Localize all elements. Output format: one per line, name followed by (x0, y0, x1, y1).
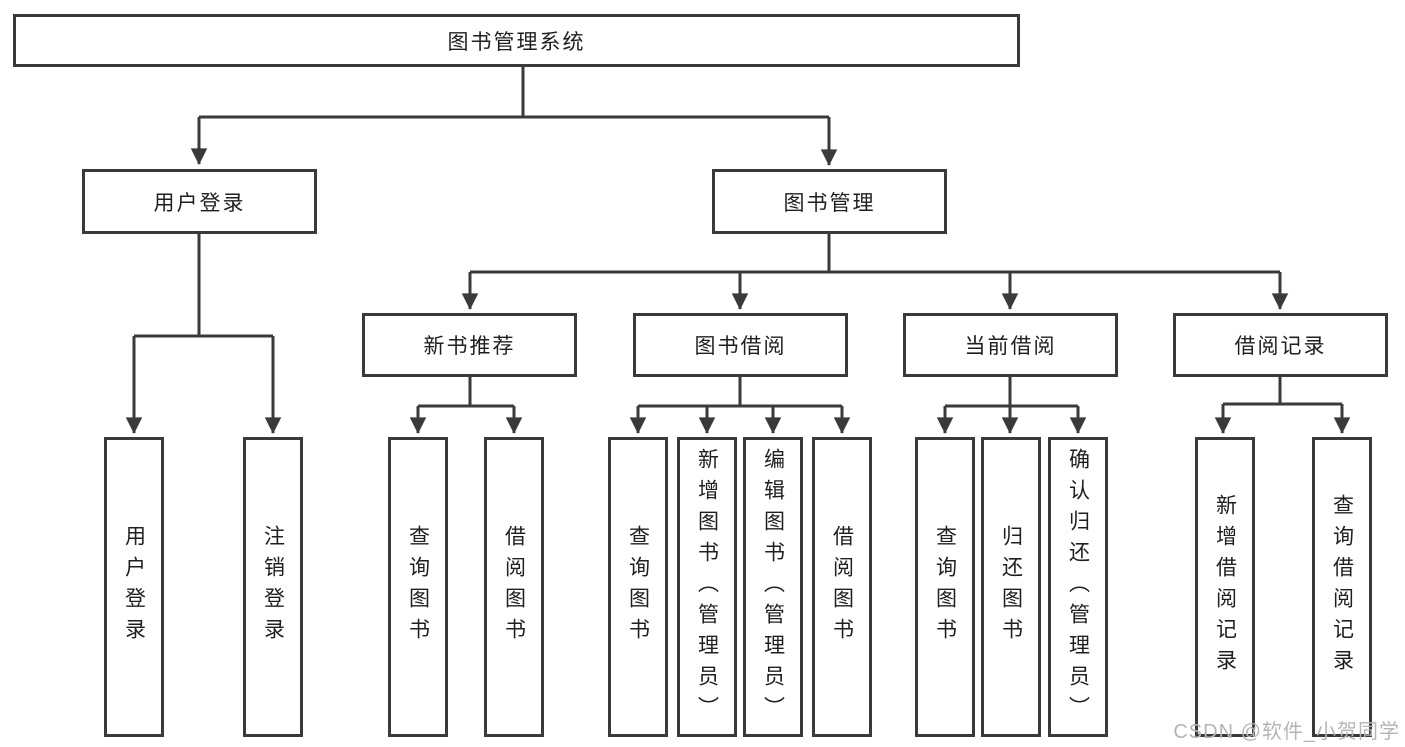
leaf-borrow-book: 借阅图书 (812, 437, 872, 737)
leaf-query-book-current: 查询图书 (915, 437, 975, 737)
node-user-login: 用户登录 (82, 169, 317, 234)
leaf-add-book-admin: 新增图书（管理员） (677, 437, 737, 737)
leaf-return-book: 归还图书 (981, 437, 1041, 737)
leaf-user-login: 用户登录 (104, 437, 164, 737)
leaf-borrow-book-recommend: 借阅图书 (484, 437, 544, 737)
node-new-book-recommend: 新书推荐 (362, 313, 577, 377)
leaf-logout: 注销登录 (243, 437, 303, 737)
node-book-management: 图书管理 (712, 169, 947, 234)
leaf-query-book-recommend: 查询图书 (388, 437, 448, 737)
node-current-borrow: 当前借阅 (903, 313, 1118, 377)
leaf-query-book-borrow: 查询图书 (608, 437, 668, 737)
csdn-watermark: CSDN @软件_小贺同学 (1173, 721, 1400, 743)
leaf-add-borrow-record: 新增借阅记录 (1195, 437, 1255, 737)
node-borrow-records: 借阅记录 (1173, 313, 1388, 377)
node-library-system: 图书管理系统 (13, 14, 1020, 67)
leaf-query-borrow-record: 查询借阅记录 (1312, 437, 1372, 737)
leaf-edit-book-admin: 编辑图书（管理员） (743, 437, 803, 737)
node-book-borrow: 图书借阅 (633, 313, 848, 377)
leaf-confirm-return-admin: 确认归还（管理员） (1048, 437, 1108, 737)
